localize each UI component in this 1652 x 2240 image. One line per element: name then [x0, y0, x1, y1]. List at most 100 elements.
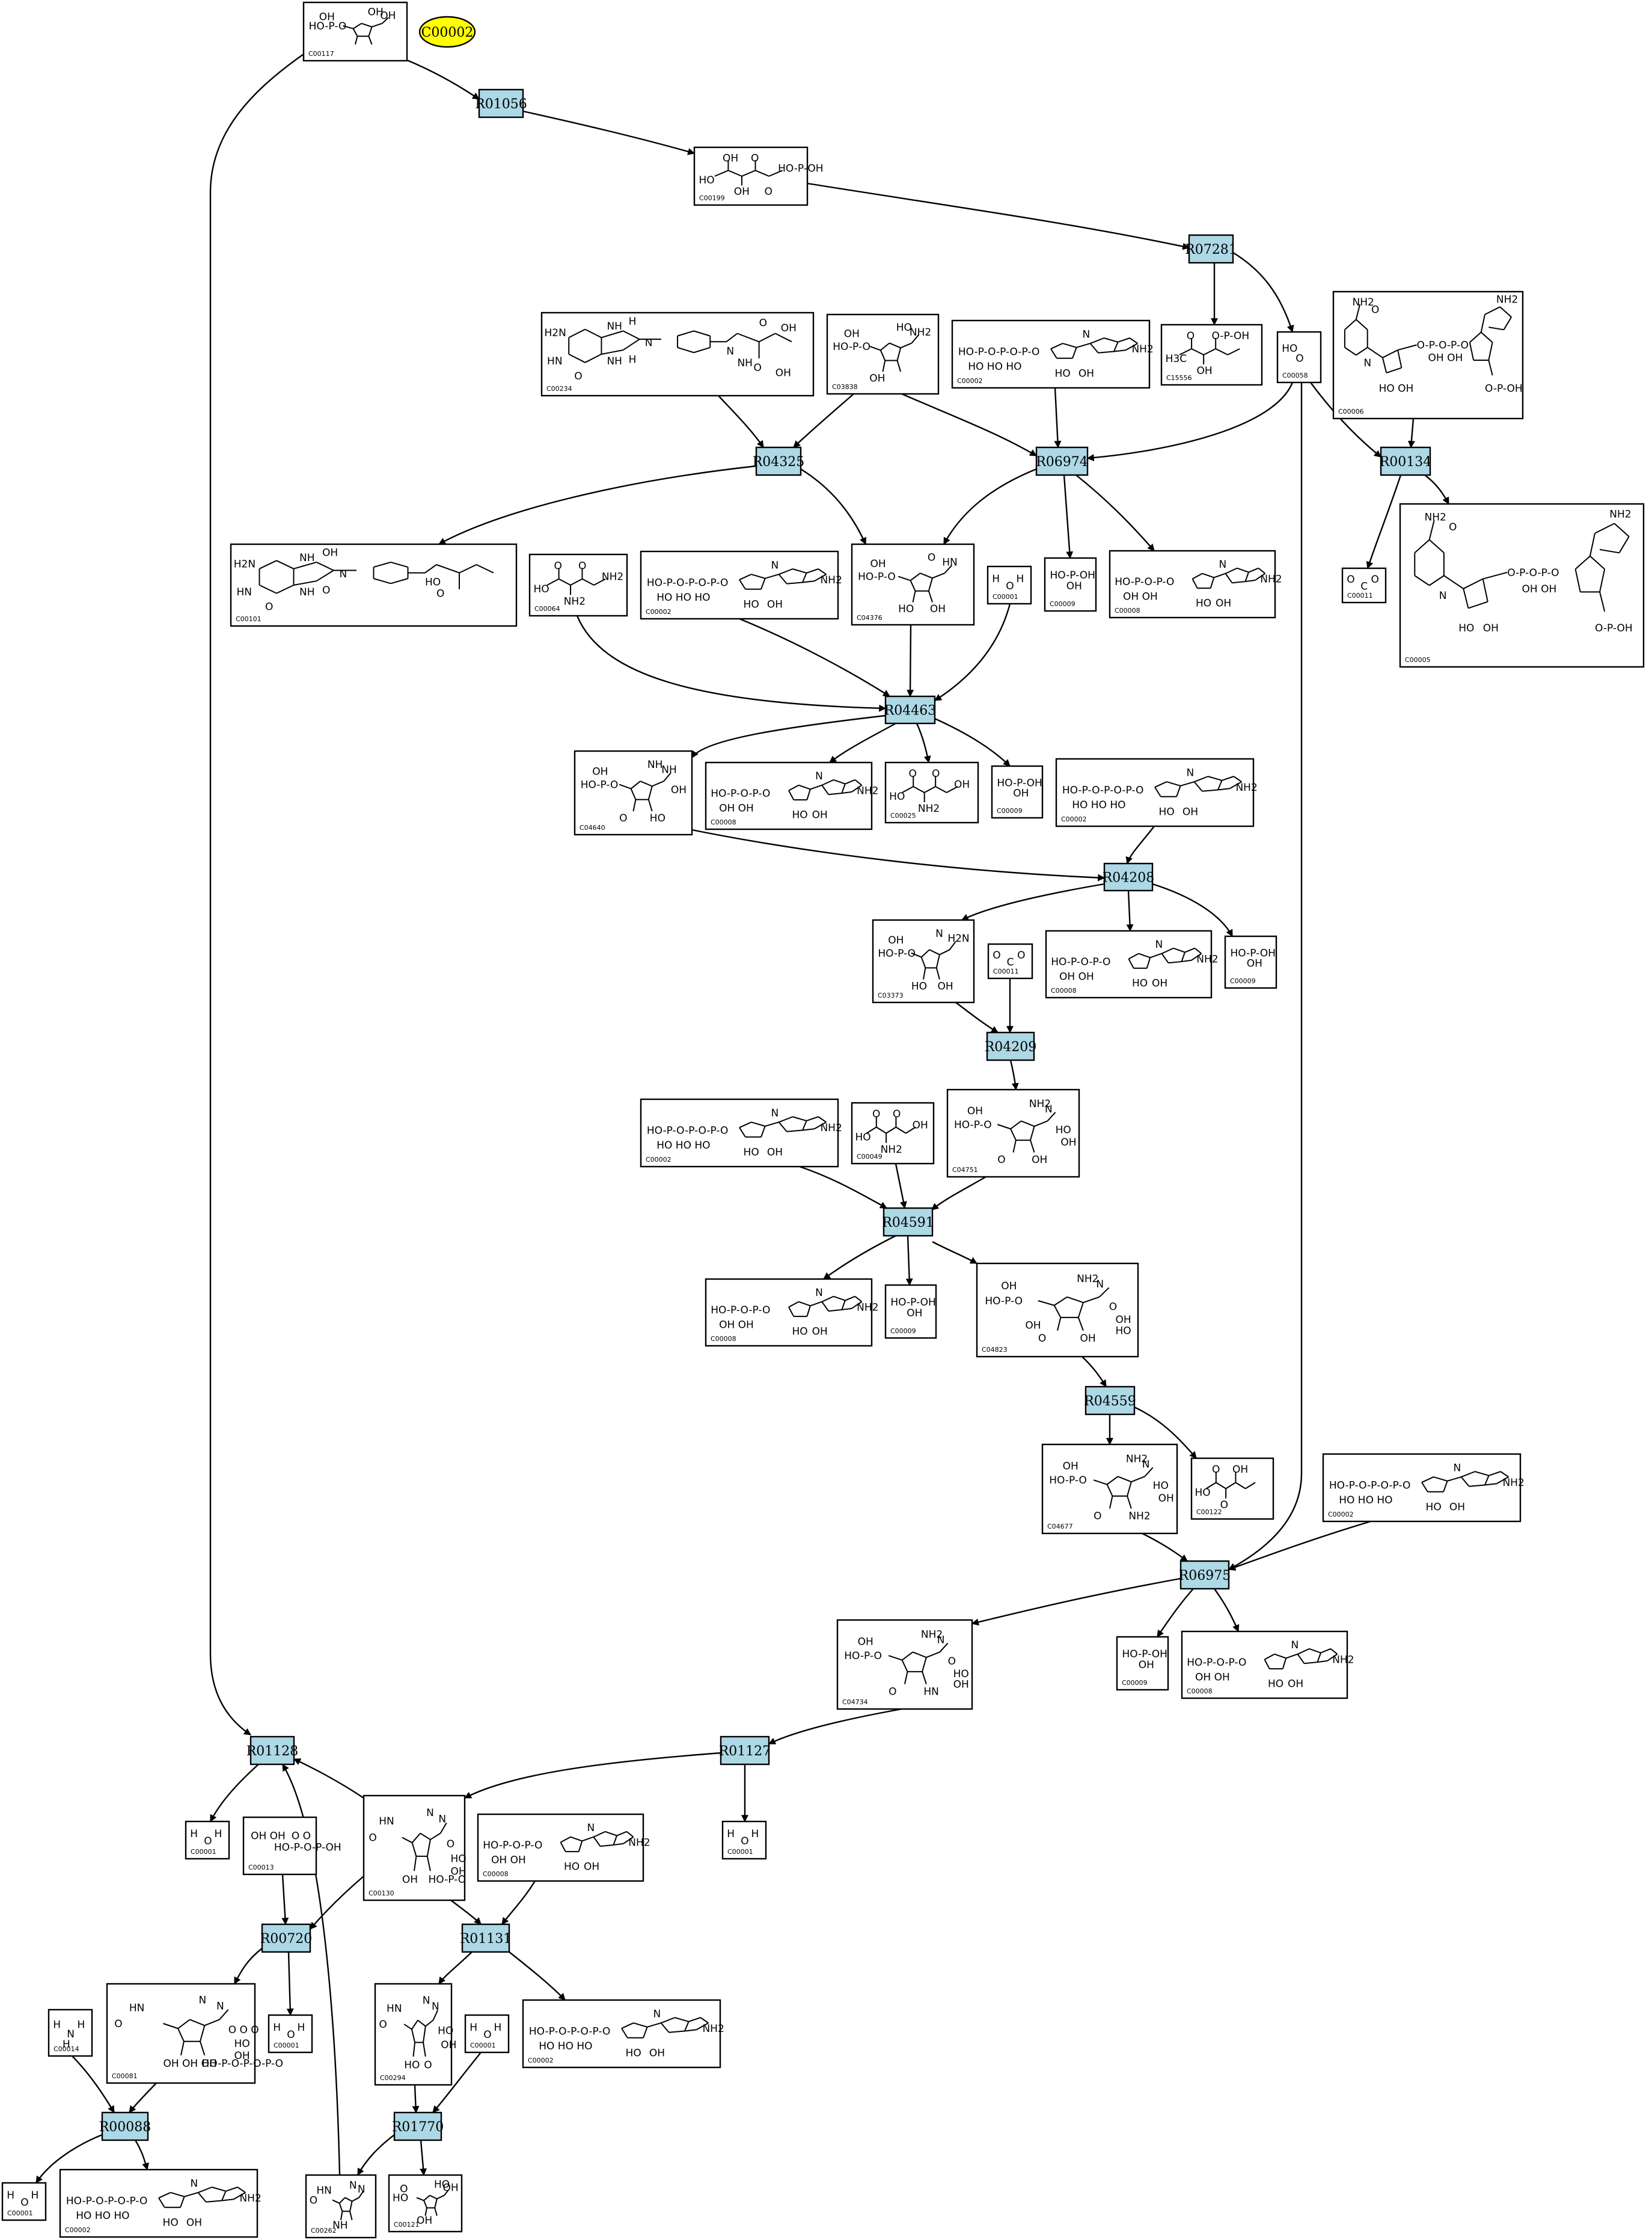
- structure-drawing: OCO: [1347, 574, 1379, 592]
- reaction-node[interactable]: R00134: [1380, 446, 1432, 476]
- reaction-node[interactable]: R04559: [1084, 1385, 1136, 1416]
- seed-compound[interactable]: C00002: [418, 16, 476, 48]
- bond-line: [1414, 575, 1430, 586]
- reaction-node[interactable]: R04325: [753, 446, 805, 476]
- bond-line: [1443, 575, 1464, 589]
- bond-line: [1050, 348, 1057, 359]
- atom-label: OH: [380, 10, 396, 22]
- reaction-node[interactable]: R01127: [719, 1735, 771, 1766]
- atom-label: HO HO HO: [656, 1140, 710, 1152]
- reaction-node[interactable]: R04463: [884, 695, 937, 725]
- reaction-node[interactable]: R04209: [985, 1031, 1037, 1061]
- bond-line: [741, 170, 756, 177]
- bond-line: [1053, 1305, 1062, 1318]
- edge: [1310, 382, 1381, 458]
- atom-label: H: [629, 316, 637, 328]
- reaction-node[interactable]: R00720: [260, 1923, 313, 1953]
- bond-line: [613, 1835, 617, 1846]
- atom-label: HO: [699, 174, 715, 186]
- bond-line: [1481, 331, 1493, 343]
- bond-line: [1488, 342, 1493, 361]
- bond-line: [338, 2197, 346, 2204]
- bond-line: [593, 1830, 606, 1838]
- atom-label: OH OH: [1195, 1671, 1230, 1683]
- bond-line: [429, 2194, 438, 2200]
- reaction-node[interactable]: R07281: [1185, 234, 1237, 264]
- reaction-node[interactable]: R01056: [475, 88, 527, 118]
- reaction-node[interactable]: R01770: [392, 2111, 444, 2141]
- reaction-node[interactable]: R01128: [246, 1735, 299, 1766]
- bond-line: [430, 1832, 441, 1840]
- reaction-node[interactable]: R04591: [882, 1207, 934, 1237]
- bond-line: [700, 2017, 709, 2024]
- bond-line: [1589, 533, 1595, 556]
- reaction-node[interactable]: R06975: [1179, 1560, 1231, 1590]
- reaction-node[interactable]: R06974: [1035, 446, 1089, 476]
- reaction-node[interactable]: R04208: [1103, 862, 1155, 892]
- bond-line: [1149, 953, 1162, 959]
- atom-label: HN: [379, 1815, 394, 1827]
- reaction-node[interactable]: R00088: [99, 2111, 151, 2141]
- reaction-node[interactable]: R01131: [460, 1923, 512, 1953]
- compound-id: C00002: [646, 608, 672, 616]
- atom-label: O: [310, 2195, 317, 2207]
- atom-label: N: [432, 2001, 439, 2013]
